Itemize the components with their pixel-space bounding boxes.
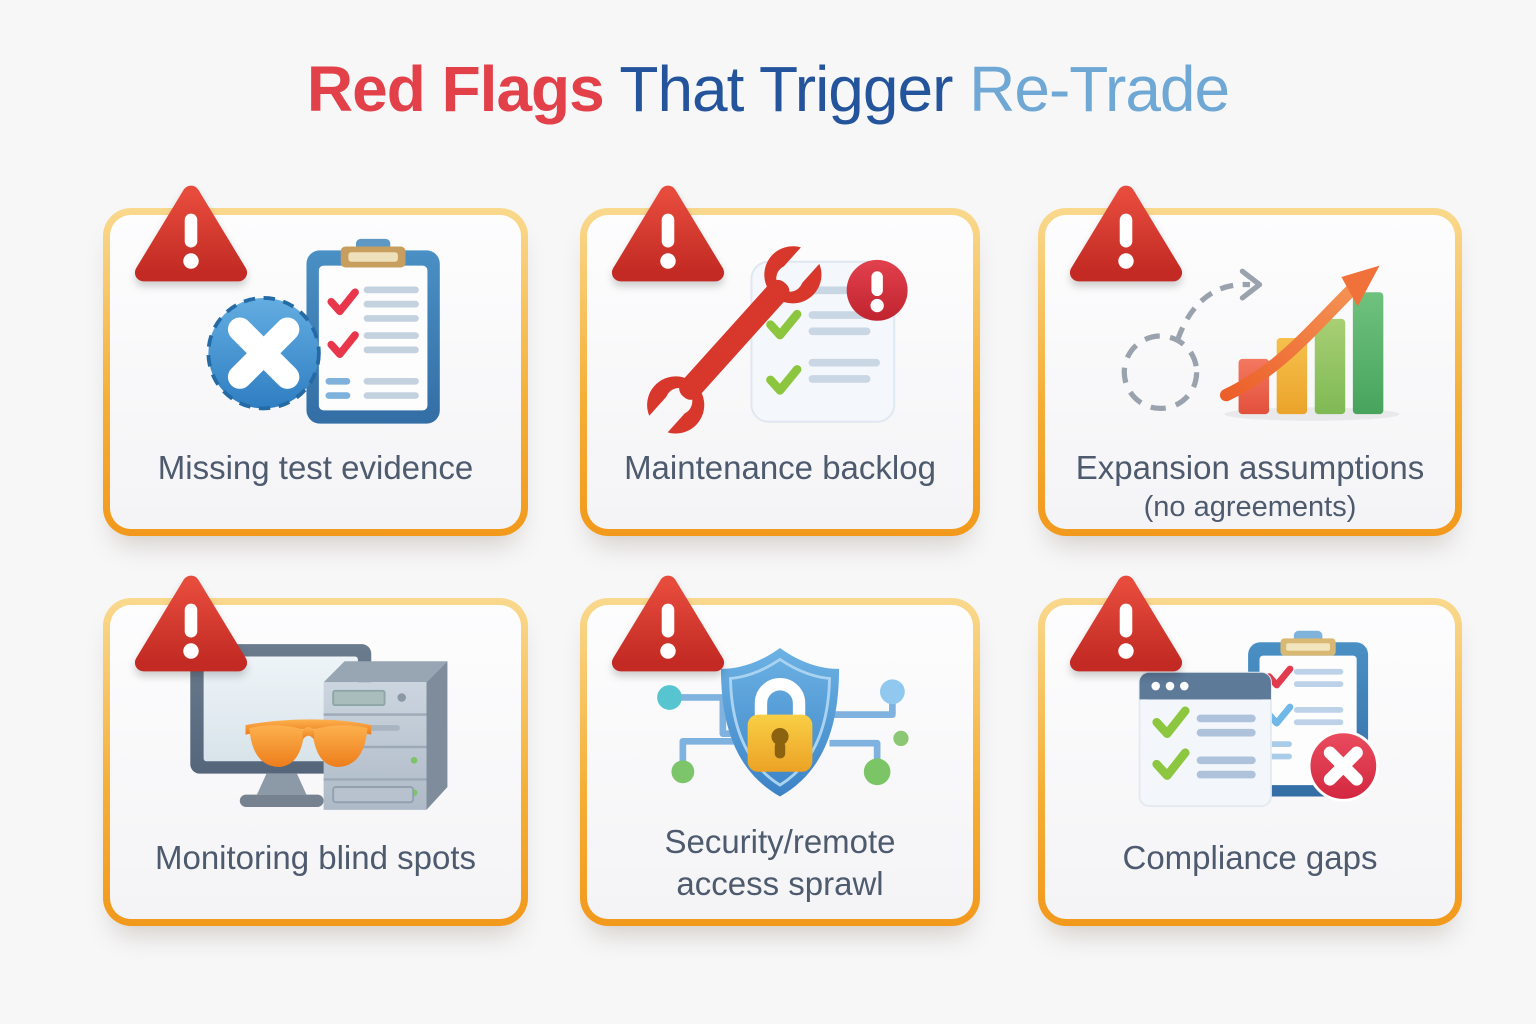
- growth-chart-icon: [1098, 237, 1403, 437]
- title-red-flags: Red Flags: [306, 53, 605, 125]
- title-re-trade: Re-Trade: [969, 53, 1230, 125]
- card-label-text: Security/remote: [664, 823, 896, 860]
- card-label-text: Expansion assumptions: [1075, 449, 1425, 486]
- checklist-clipboard-error-icon: [1098, 627, 1403, 827]
- warning-triangle-icon: [133, 178, 249, 288]
- card-compliance-gaps: Compliance gaps: [1038, 575, 1462, 926]
- card-label-text: Maintenance backlog: [624, 449, 936, 486]
- card-label-text: Monitoring blind spots: [154, 839, 476, 876]
- card-label: Missing test evidence: [110, 447, 521, 489]
- card-label-line2: access sprawl: [676, 865, 884, 903]
- card-security-remote-access-sprawl: Security/remote access sprawl: [580, 575, 980, 926]
- title-that-trigger: That Trigger: [603, 53, 970, 125]
- card-expansion-assumptions: Expansion assumptions (no agreements): [1038, 185, 1462, 536]
- card-label: Expansion assumptions (no agreements): [1045, 447, 1455, 526]
- card-label-text: Compliance gaps: [1122, 839, 1378, 876]
- warning-triangle-icon: [610, 178, 726, 288]
- card-missing-test-evidence: Missing test evidence: [103, 185, 528, 536]
- warning-triangle-icon: [133, 568, 249, 678]
- card-monitoring-blind-spots: Monitoring blind spots: [103, 575, 528, 926]
- card-label-line2: (no agreements): [1143, 491, 1357, 524]
- card-label: Security/remote access sprawl: [587, 821, 973, 905]
- card-label: Monitoring blind spots: [110, 837, 521, 879]
- clipboard-x-icon: [163, 237, 468, 437]
- card-label-text: Missing test evidence: [157, 449, 474, 486]
- warning-triangle-icon: [1068, 178, 1184, 288]
- warning-triangle-icon: [1068, 568, 1184, 678]
- card-maintenance-backlog: Maintenance backlog: [580, 185, 980, 536]
- monitor-server-blindfold-icon: [163, 627, 468, 827]
- wrench-checklist-icon: [628, 237, 933, 437]
- card-label: Maintenance backlog: [587, 447, 973, 489]
- shield-lock-network-icon: [628, 627, 933, 827]
- warning-triangle-icon: [610, 568, 726, 678]
- card-label: Compliance gaps: [1045, 837, 1455, 879]
- page-title: Red Flags That Trigger Re-Trade: [0, 54, 1536, 124]
